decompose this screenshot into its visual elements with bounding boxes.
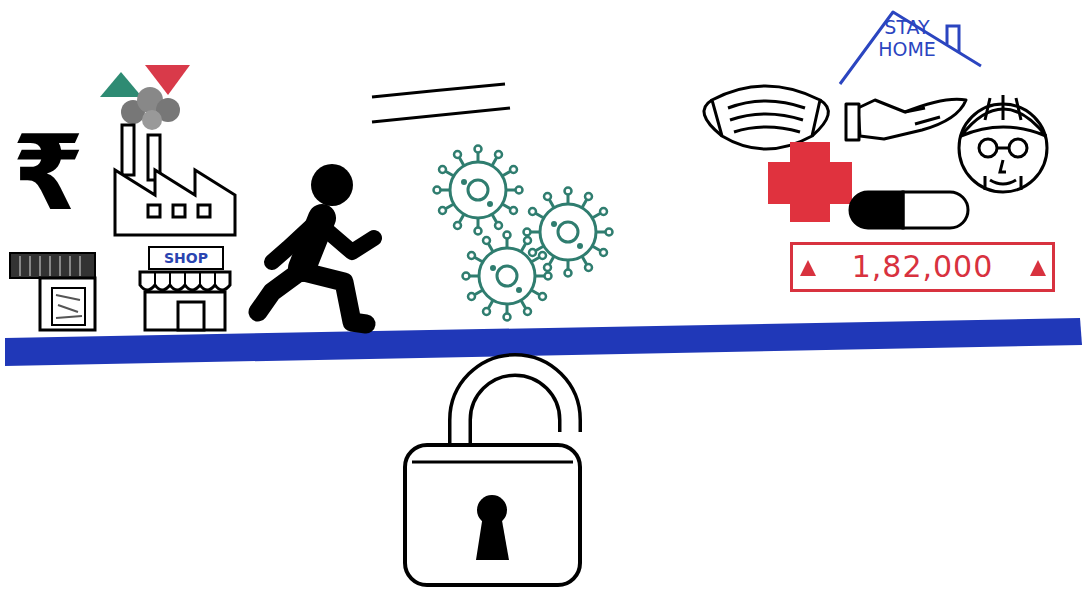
face-mask: [812, 100, 828, 136]
factory-symbol: [148, 205, 160, 217]
capsule-pill: [903, 192, 968, 228]
open-padlock: [412, 461, 573, 464]
open-hand: [846, 104, 859, 140]
face-mask: [728, 101, 805, 132]
open-hand: [846, 99, 966, 140]
face-mask: [704, 86, 828, 149]
open-padlock: [405, 365, 580, 585]
elderly-face: [959, 95, 1047, 192]
face-mask: [704, 100, 722, 136]
factory-symbol: [173, 205, 185, 217]
elderly-face: [990, 180, 1016, 184]
open-padlock: [476, 515, 509, 560]
running-person: [324, 228, 374, 252]
count-box: 1,82,000: [790, 242, 1055, 292]
elderly-face: [985, 95, 1021, 120]
elderly-face: [1000, 160, 1006, 172]
shop-front: [155, 272, 215, 285]
up-triangle: [1030, 260, 1046, 276]
face-mask: [712, 86, 820, 149]
speed-lines: [372, 84, 505, 97]
shop-front: [145, 292, 225, 330]
node-label: SHOP: [150, 248, 222, 268]
elderly-face: [985, 176, 1021, 190]
kiosk-shop: [10, 253, 95, 278]
open-padlock: [405, 445, 580, 585]
virus-cluster: [524, 188, 613, 277]
rupee-symbol: ₹: [12, 118, 84, 228]
factory-symbol: [142, 110, 162, 130]
virus-cluster: [434, 146, 523, 235]
up-triangle: [800, 260, 816, 276]
shop-sign: SHOP: [148, 246, 224, 270]
elderly-face: [997, 147, 1009, 150]
virus-cluster: [463, 232, 552, 321]
kiosk-shop: [10, 253, 95, 330]
factory-symbol: [100, 65, 235, 235]
speed-lines: [372, 108, 510, 122]
open-padlock: [460, 365, 570, 455]
medical-cross: [768, 162, 852, 204]
shop-front: [140, 272, 230, 330]
kiosk-shop: [52, 288, 85, 325]
roof-outline: [840, 12, 981, 84]
capsule-pill: [850, 192, 903, 228]
running-person: [272, 222, 316, 262]
factory-symbol: [198, 205, 210, 217]
stay-home-roof: STAY HOME: [835, 4, 985, 96]
factory-symbol: [115, 170, 235, 235]
node-label: STAY HOME: [867, 16, 947, 60]
running-person: [258, 270, 302, 312]
speed-lines: [372, 84, 510, 122]
factory-symbol: [122, 125, 134, 175]
medical-cross: [768, 142, 852, 222]
factory-symbol: [100, 72, 142, 97]
elderly-face: [979, 139, 997, 157]
running-person: [304, 272, 366, 324]
shop-front: [178, 302, 204, 330]
running-person: [258, 164, 374, 324]
open-hand: [905, 108, 940, 124]
elderly-face: [1009, 139, 1027, 157]
open-padlock: [460, 365, 570, 455]
kiosk-shop: [40, 278, 95, 330]
shop-front: [140, 272, 230, 290]
virus-cluster: [434, 146, 613, 321]
capsule-pill: [850, 192, 968, 228]
kiosk-shop: [20, 256, 80, 276]
node-label: 1,82,000: [793, 245, 1052, 289]
kiosk-shop: [56, 295, 82, 318]
running-person: [311, 164, 353, 206]
open-hand: [858, 99, 966, 139]
roof-chimney: [947, 26, 959, 52]
